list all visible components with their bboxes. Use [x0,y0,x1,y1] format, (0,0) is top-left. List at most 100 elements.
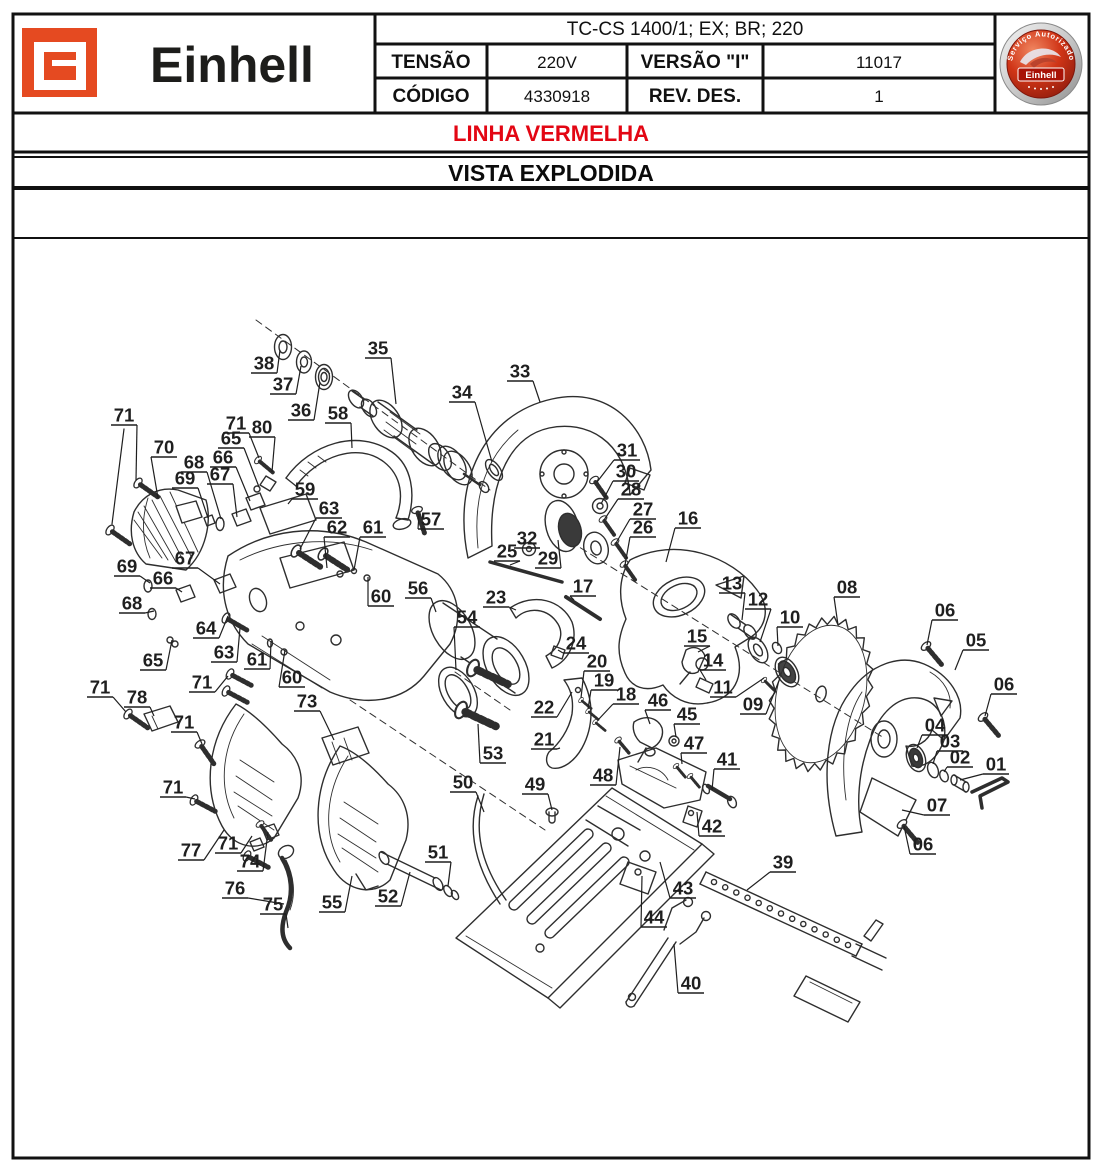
label-codigo: CÓDIGO [392,85,469,107]
part-brush-set-lower [143,573,288,656]
part-label-46: 46 [648,690,669,711]
leader-line-46 [644,709,651,725]
leader-line-58 [350,422,353,449]
part-label-04: 04 [925,715,946,736]
leader-line-19 [587,689,592,710]
leader-line-16 [665,527,676,563]
part-label-09: 09 [743,694,764,715]
part-label-16: 16 [678,508,699,529]
leader-line-71 [185,796,196,800]
part-label-07: 07 [927,795,948,816]
part-label-18: 18 [616,684,637,705]
leader-line-05 [954,649,964,671]
part-rods [378,658,511,905]
part-label-22: 22 [534,697,555,718]
part-label-12: 12 [748,589,769,610]
leader-line-71 [214,675,229,693]
leader-line-49 [547,793,553,811]
leader-line-20 [580,670,585,699]
part-label-65: 65 [143,650,164,671]
part-spindle-set [679,613,800,695]
label-versao: VERSÃO "I" [641,51,750,73]
leader-line-47 [680,752,683,765]
leader-line-48 [615,746,621,786]
part-label-38: 38 [254,353,275,374]
part-label-43: 43 [673,878,694,899]
leader-line-62 [323,536,328,569]
part-label-21: 21 [534,729,555,750]
leader-line-63 [236,627,241,663]
leader-line-68 [206,471,222,520]
leader-line-66 [235,466,251,502]
part-label-61: 61 [247,649,268,670]
part-label-49: 49 [525,774,546,795]
part-label-69: 69 [175,468,196,489]
service-badge: Serviço Autorizado Einhell [999,22,1083,106]
leader-line-50 [475,791,485,813]
part-label-06: 06 [994,674,1015,695]
part-outer-guard-05 [826,640,1010,846]
part-label-34: 34 [452,382,473,403]
value-tensao: 220V [537,53,577,72]
part-front-handle-58 [285,439,413,531]
part-label-55: 55 [322,892,343,913]
leader-line-63 [299,517,317,550]
leader-line-08 [833,596,839,626]
part-label-31: 31 [617,440,638,461]
leader-line-65 [243,447,260,488]
spec-table: TC-CS 1400/1; EX; BR; 220 TENSÃO 220V VE… [391,19,902,107]
part-label-15: 15 [687,626,708,647]
leader-line-29 [557,539,562,569]
part-label-11: 11 [713,677,733,698]
part-label-42: 42 [702,816,723,837]
leader-line-34 [474,401,493,463]
leader-line-60 [278,649,286,688]
leader-line-61 [269,640,272,670]
leader-line-06 [984,693,992,717]
leader-line-03 [932,750,938,765]
part-label-37: 37 [273,374,294,395]
leader-line-75 [285,913,289,929]
part-label-67: 67 [175,548,196,569]
leader-line-13 [741,592,746,621]
leader-line-26 [624,536,631,566]
leader-line-27 [615,518,631,544]
part-label-44: 44 [644,907,665,928]
leader-line-35 [390,357,397,405]
header-frame [11,12,1091,1160]
leader-line-71 [196,731,203,745]
part-label-71: 71 [218,833,239,854]
part-label-59: 59 [295,479,316,500]
einhell-logo: Einhell [22,28,314,97]
part-pivot-44 [619,861,657,895]
part-label-71: 71 [192,672,213,693]
leader-line-15 [697,645,711,653]
part-label-80: 80 [252,417,273,438]
part-label-03: 03 [940,731,961,752]
part-wrench-40 [625,896,712,1008]
part-label-45: 45 [677,704,698,725]
part-label-61: 61 [363,517,384,538]
part-label-05: 05 [966,630,987,651]
part-label-60: 60 [371,586,392,607]
part-label-32: 32 [517,528,538,549]
part-motor-cap-70 [130,488,209,571]
part-label-77: 77 [181,840,202,861]
part-label-62: 62 [327,517,348,538]
part-label-33: 33 [510,361,531,382]
leader-line-23 [508,606,517,611]
part-label-28: 28 [621,479,642,500]
leader-line-71 [112,696,127,713]
value-revdes: 1 [874,87,883,106]
leader-line-65 [165,639,173,671]
leader-line-66 [175,587,183,593]
part-label-20: 20 [587,651,608,672]
part-label-02: 02 [950,747,971,768]
part-fence-39 [699,871,887,1023]
leader-line-43 [659,861,671,899]
value-codigo: 4330918 [524,87,590,106]
leader-line-02 [943,766,948,773]
leader-line-21 [556,747,561,750]
part-label-63: 63 [319,498,340,519]
